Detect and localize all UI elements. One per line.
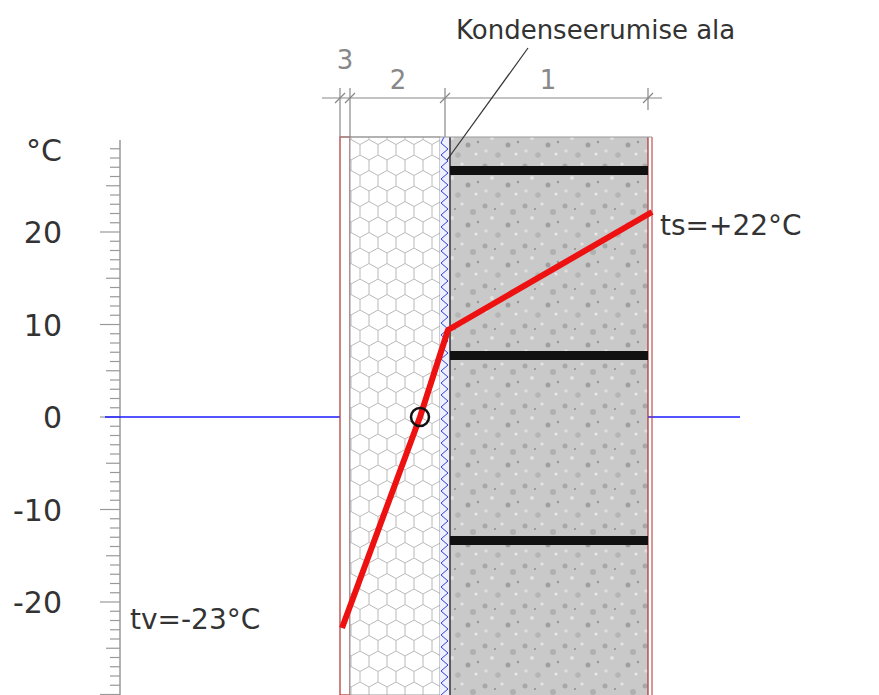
ruler-tick	[110, 342, 120, 343]
ruler-tick	[100, 509, 120, 510]
layer-number: 2	[390, 66, 407, 95]
ruler-tick	[110, 389, 120, 390]
ruler-tick	[100, 694, 120, 695]
ruler-tick	[110, 407, 120, 408]
ruler-tick	[110, 481, 120, 482]
ruler-tick	[110, 611, 120, 612]
ruler-tick	[110, 675, 120, 676]
ruler-tick	[110, 352, 120, 353]
ruler-tick	[110, 583, 120, 584]
ruler-tick	[110, 444, 120, 445]
ruler-tick	[110, 222, 120, 223]
ruler-tick	[110, 592, 120, 593]
ruler-tick	[110, 574, 120, 575]
ruler-tick	[110, 148, 120, 149]
ruler-tick	[106, 555, 120, 556]
ruler-tick	[110, 453, 120, 454]
ruler-tick	[110, 167, 120, 168]
ruler-tick	[110, 564, 120, 565]
axis-value: -20	[13, 586, 62, 619]
ruler-tick	[110, 204, 120, 205]
temperature-label: ts=+22°C	[660, 211, 802, 242]
ruler-tick	[110, 629, 120, 630]
ruler-tick	[110, 259, 120, 260]
axis-value: -10	[13, 494, 62, 527]
axis-unit: °C	[26, 134, 62, 167]
layer-number: 1	[540, 66, 557, 95]
ruler-tick	[110, 426, 120, 427]
ruler-tick	[110, 472, 120, 473]
ruler-tick	[106, 648, 120, 649]
ruler-tick	[110, 305, 120, 306]
ruler-tick	[110, 315, 120, 316]
ruler-tick	[100, 601, 120, 602]
ruler-tick	[110, 527, 120, 528]
ruler-tick	[106, 185, 120, 186]
axis-value: 20	[24, 216, 62, 249]
ruler-tick	[110, 685, 120, 686]
ruler-tick	[110, 500, 120, 501]
callout-label: Kondenseerumise ala	[456, 16, 735, 45]
ruler-tick	[110, 620, 120, 621]
ruler-tick	[110, 333, 120, 334]
ruler-tick	[110, 268, 120, 269]
ruler-tick	[110, 537, 120, 538]
ruler-tick	[110, 213, 120, 214]
ruler-tick	[110, 379, 120, 380]
ruler-tick	[110, 250, 120, 251]
ruler-tick	[110, 287, 120, 288]
ruler-tick	[100, 231, 120, 232]
layer-number: 3	[337, 46, 354, 75]
ruler-tick	[110, 638, 120, 639]
ruler-tick	[106, 463, 120, 464]
ruler-tick	[110, 518, 120, 519]
ruler-tick	[110, 398, 120, 399]
ruler-tick	[110, 546, 120, 547]
ruler-tick	[110, 296, 120, 297]
ruler-tick	[106, 370, 120, 371]
ruler-tick	[110, 490, 120, 491]
ruler-tick	[110, 657, 120, 658]
ruler-tick	[110, 176, 120, 177]
ruler-tick	[110, 241, 120, 242]
ruler-tick	[110, 361, 120, 362]
ruler-tick	[110, 194, 120, 195]
ruler-tick	[110, 666, 120, 667]
ruler-tick	[106, 278, 120, 279]
ruler-tick	[100, 324, 120, 325]
axis-value: 0	[43, 401, 62, 434]
ruler-tick	[110, 157, 120, 158]
ruler-tick	[110, 435, 120, 436]
axis-value: 10	[24, 309, 62, 342]
temperature-label: tv=-23°C	[130, 605, 260, 636]
